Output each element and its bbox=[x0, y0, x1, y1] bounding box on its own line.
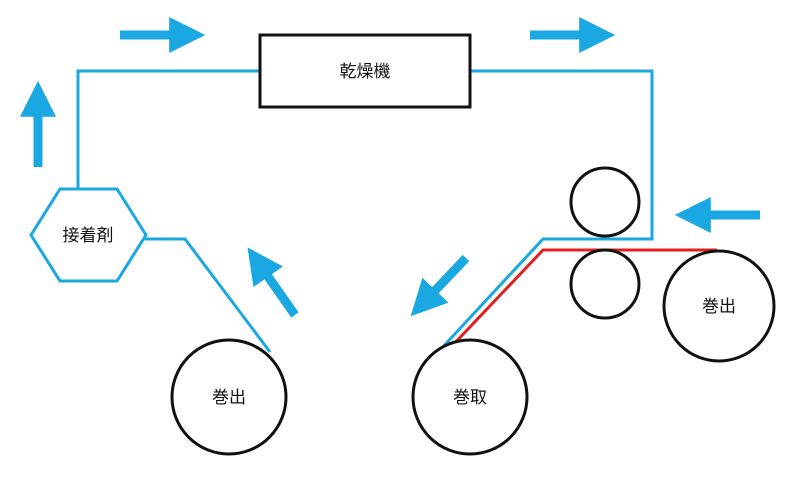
film-path-blue bbox=[76, 69, 654, 353]
adhesive-hexagon: 接着剤 bbox=[29, 187, 148, 283]
dryer-box: 乾燥機 bbox=[258, 33, 472, 109]
rewind-roll: 巻取 bbox=[411, 338, 529, 456]
unwind-roll-right: 巻出 bbox=[662, 249, 776, 363]
nip-roller-bottom bbox=[569, 248, 641, 320]
unwind-left-label: 巻出 bbox=[212, 388, 246, 408]
rewind-label: 巻取 bbox=[453, 388, 487, 408]
unwind-roll-left: 巻出 bbox=[170, 338, 288, 456]
nip-roller-top bbox=[569, 166, 641, 238]
dryer-label: 乾燥機 bbox=[340, 62, 391, 82]
arrow-down-left-icon bbox=[410, 254, 470, 317]
arrow-up-left-icon bbox=[247, 247, 299, 318]
adhesive-label: 接着剤 bbox=[63, 226, 114, 246]
unwind-right-label: 巻出 bbox=[702, 297, 736, 317]
film-path-red bbox=[449, 248, 717, 349]
